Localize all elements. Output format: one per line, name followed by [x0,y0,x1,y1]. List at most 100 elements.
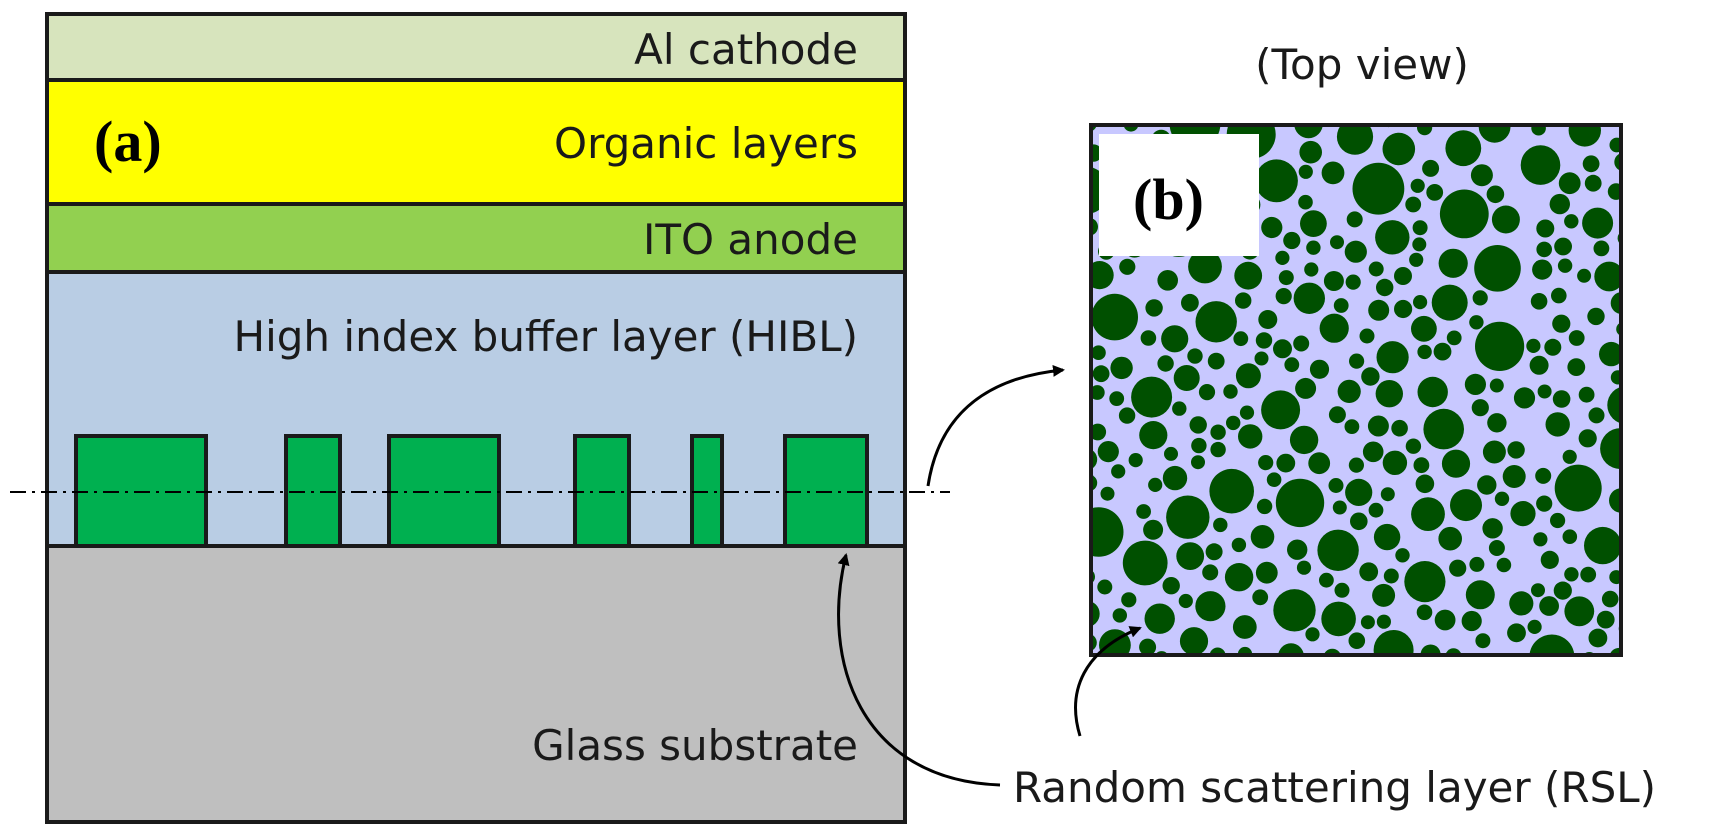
scattering-particle [1544,338,1562,356]
scattering-particle [1382,132,1416,166]
scattering-particle [1509,591,1534,616]
scattering-particle [1345,274,1361,290]
scattering-particle [1213,517,1228,533]
scattering-particle [1470,164,1493,187]
scattering-particle [1531,125,1546,136]
scattering-particle [1552,314,1571,333]
scattering-particle [1531,583,1545,598]
scattering-particle [1564,214,1579,229]
scattering-particle [1344,419,1360,434]
scattering-particle [1359,562,1379,582]
scattering-particle [1333,298,1349,313]
scattering-particle [1321,161,1345,185]
scattering-particle [1210,424,1226,440]
scattering-particle [1261,390,1301,430]
scattering-particle [1139,421,1168,450]
scattering-particle [1513,387,1536,409]
cross-section-panel: Al cathode Organic layers ITO anode High… [10,12,950,824]
scattering-particle [1376,614,1391,629]
scattering-particle [1275,250,1290,265]
scattering-particle [1550,512,1566,529]
scattering-particle [1562,449,1577,464]
scattering-particle [1189,416,1207,434]
scattering-particle [1577,268,1592,283]
top-view-caption: (Top view) [1255,40,1469,89]
scattering-particle [1235,363,1261,389]
scattering-particle [1091,261,1114,290]
scattering-particle [1110,356,1133,380]
scattering-particle [1461,610,1482,632]
scattering-particle [1496,557,1512,573]
scattering-particle [1588,407,1605,424]
scattering-particle [1287,539,1308,560]
scattering-particle [1317,529,1359,571]
al-cathode-label: Al cathode [634,25,858,74]
scattering-particle [1346,211,1363,228]
scattering-particle [1323,648,1341,655]
scattering-particle [1600,428,1621,470]
scattering-particle [1491,205,1520,234]
scattering-particle [1091,385,1105,400]
scattering-particle [1166,495,1210,539]
scattering-particle [1607,183,1621,200]
scattering-particle [1100,486,1115,501]
scattering-particle [1092,365,1110,383]
scattering-particle [1536,241,1552,258]
scattering-particle [1554,237,1572,256]
scattering-particle [1412,220,1428,236]
scattering-particle [1609,570,1621,585]
scattering-particle [1187,348,1203,364]
scattering-particle [1532,259,1553,280]
scattering-particle [1091,634,1097,651]
scattering-particle [1533,532,1548,547]
ito-anode-label: ITO anode [643,215,858,264]
scattering-particle [1594,261,1621,292]
rsl-arrow-to-top-view [1074,626,1142,737]
scattering-particle [1350,512,1368,531]
scattering-particle [1349,353,1365,369]
scattering-particle [1178,593,1193,609]
scattering-particle [1319,572,1334,588]
scattering-particle [1450,489,1482,522]
scattering-particle [1599,341,1621,367]
scattering-particle [1198,384,1216,401]
scattering-particle [1091,125,1097,132]
scattering-particle [1298,194,1313,210]
scattering-particle [1231,537,1247,553]
scattering-particle [1238,424,1263,449]
scattering-particle [1283,231,1301,250]
scattering-particle [1111,464,1126,479]
scattering-particle [1394,299,1413,319]
organic-layers-layer [45,78,907,206]
scattering-particle [1420,644,1441,655]
scattering-particle [1507,441,1525,459]
scattering-particle [1567,358,1586,376]
scattering-particle [1391,419,1408,437]
scattering-particle [1278,643,1304,655]
scattering-particle [1422,159,1440,177]
scattering-particle [1438,248,1468,278]
scattering-particle [1417,376,1448,408]
scattering-particle [1478,125,1511,143]
scattering-particle [1091,601,1100,627]
scattering-particle [1360,615,1375,630]
scattering-particle [1235,292,1252,309]
scattering-particle [1395,548,1410,563]
scattering-particle [1426,184,1444,201]
scattering-particle [1162,577,1180,595]
scattering-particle [1527,619,1542,635]
scattering-particle [1417,344,1432,360]
scattering-particle [1300,210,1327,238]
scattering-particle [1144,603,1175,634]
scattering-particle [1394,267,1412,285]
scattering-particle [1319,313,1349,343]
scattering-particle [1580,566,1597,583]
scattering-particle [1474,244,1521,292]
scattering-particle [1445,130,1482,167]
scattering-particle [1413,295,1428,310]
scattering-particle [1507,623,1526,643]
scattering-particle [1293,282,1326,314]
scattering-particle [1368,261,1384,277]
scattering-particle [1545,412,1570,437]
to-top-view-arrow [926,364,1065,487]
